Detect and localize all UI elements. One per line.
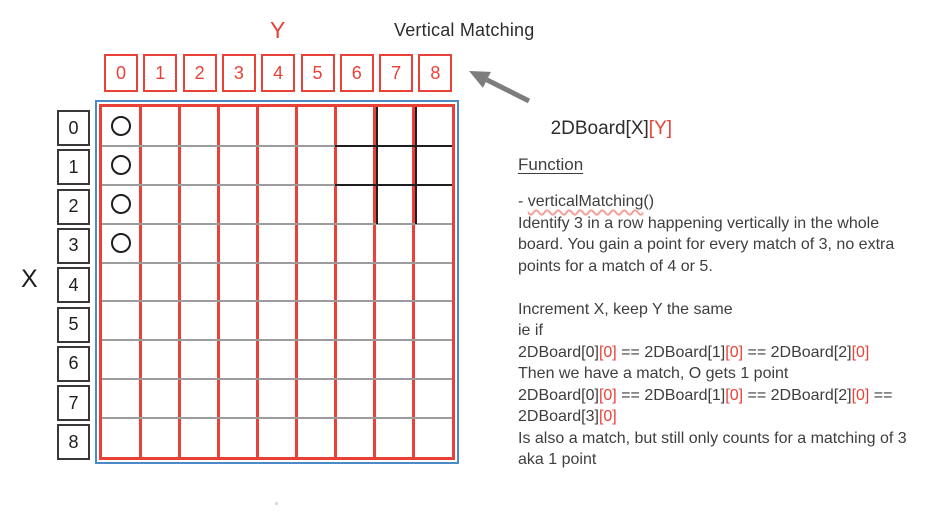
function-panel: Function - verticalMatching()Identify 3 … (518, 154, 938, 471)
grid-line-horizontal (102, 378, 452, 381)
function-line: Is also a match, but still only counts f… (518, 428, 938, 450)
function-text-segment: == 2DBoard[2] (743, 386, 852, 404)
o-mark (111, 116, 132, 137)
column-header-0: 0 (104, 54, 138, 92)
function-text-segment: 2DBoard[0] (518, 343, 599, 361)
function-text-segment: [0] (851, 386, 870, 404)
arrow-icon (469, 71, 531, 104)
function-text-segment: Is also a match, but still only counts f… (518, 429, 907, 447)
function-text-segment: points for a match of 4 or 5. (518, 257, 713, 275)
function-line: - verticalMatching() (518, 191, 938, 213)
function-line: 2DBoard[0][0] == 2DBoard[1][0] == 2DBoar… (518, 385, 938, 407)
grid-line-horizontal (102, 261, 452, 264)
function-line: points for a match of 4 or 5. (518, 256, 938, 278)
function-line: Increment X, keep Y the same (518, 299, 938, 321)
board-red-border (99, 104, 455, 460)
board-outer-border (95, 100, 459, 464)
grid-line-vertical (178, 107, 182, 457)
function-text-segment: () (643, 193, 655, 210)
function-text-segment: board. You gain a point for every match … (518, 236, 895, 253)
grid-line-horizontal (102, 300, 452, 303)
column-header-3: 3 (221, 54, 256, 92)
grid-line-vertical (217, 107, 221, 457)
page-title: Vertical Matching (394, 20, 535, 40)
function-line (518, 277, 938, 299)
function-text-segment: == 2DBoard[2] (743, 343, 852, 361)
grid-line-horizontal (102, 183, 452, 186)
match-line-vertical (415, 107, 418, 224)
y-axis-label: Y (270, 17, 286, 43)
grid-line-vertical (139, 107, 143, 457)
function-text-segment: == (869, 386, 893, 404)
column-header-2: 2 (182, 54, 217, 92)
function-text-segment: [0] (598, 408, 617, 425)
board-index-prefix: 2DBoard[X] (550, 118, 649, 139)
o-mark (111, 155, 132, 176)
match-line-vertical (376, 107, 379, 224)
grid-line-horizontal (102, 417, 452, 420)
board-index-label: 2DBoard[X][Y] (540, 96, 672, 140)
row-header-7: 7 (57, 385, 90, 422)
row-header-8: 8 (57, 424, 90, 461)
grid-line-horizontal (102, 222, 452, 225)
function-line: 2DBoard[0][0] == 2DBoard[1][0] == 2DBoar… (518, 342, 938, 364)
row-header-2: 2 (57, 188, 90, 225)
row-header-6: 6 (57, 345, 90, 382)
x-axis-label: X (21, 265, 38, 293)
function-line: Identify 3 in a row happening vertically… (518, 213, 938, 235)
grid-line-vertical (411, 107, 415, 457)
function-text-segment: == 2DBoard[1] (616, 386, 726, 404)
row-header-0: 0 (57, 110, 90, 146)
grid-line-vertical (256, 107, 260, 457)
function-text-segment: - (518, 193, 528, 210)
function-text-segment: 2DBoard[3] (518, 408, 599, 425)
function-line: board. You gain a point for every match … (518, 234, 938, 256)
function-text-segment: [0] (598, 343, 617, 361)
function-line: aka 1 point (518, 449, 938, 471)
grid-line-horizontal (102, 144, 452, 147)
function-line: Then we have a match, O gets 1 point (518, 363, 938, 385)
o-mark (111, 233, 132, 254)
function-text-segment: [0] (598, 386, 617, 404)
function-text-segment: [0] (725, 386, 744, 404)
column-header-4: 4 (261, 54, 296, 92)
row-header-1: 1 (57, 149, 90, 186)
column-header-1: 1 (143, 54, 178, 92)
function-text-segment: Increment X, keep Y the same (518, 300, 733, 318)
function-text-segment: ie if (518, 322, 543, 339)
column-header-6: 6 (339, 54, 374, 92)
grid-line-vertical (333, 107, 337, 457)
function-text-segment: [0] (851, 343, 870, 361)
match-line-horizontal (335, 183, 452, 186)
row-header-3: 3 (57, 227, 90, 264)
grid-line-horizontal (102, 339, 452, 342)
column-header-7: 7 (379, 54, 414, 92)
board-index-highlight: [Y] (648, 118, 673, 139)
function-lines: - verticalMatching()Identify 3 in a row … (518, 191, 938, 471)
match-line-horizontal (335, 144, 452, 147)
column-header-8: 8 (418, 54, 453, 92)
column-header-5: 5 (300, 54, 335, 92)
function-line: 2DBoard[3][0] (518, 406, 938, 428)
row-header-5: 5 (57, 306, 90, 343)
grid-line-vertical (294, 107, 298, 457)
grid-line-vertical (372, 107, 376, 457)
function-text-segment: 2DBoard[0] (518, 386, 599, 404)
o-mark (111, 194, 132, 215)
function-text-segment: Then we have a match, O gets 1 point (518, 365, 789, 382)
stray-mark (275, 502, 278, 505)
function-text-segment: [0] (725, 343, 744, 361)
function-line: ie if (518, 320, 938, 342)
function-text-segment: Identify 3 in a row happening vertically… (518, 214, 880, 232)
function-heading: Function (518, 155, 584, 174)
function-text-segment: aka 1 point (518, 451, 597, 468)
function-text-segment: == 2DBoard[1] (616, 343, 726, 361)
function-text-segment: verticalMatching (527, 193, 644, 210)
row-header-4: 4 (57, 267, 90, 304)
